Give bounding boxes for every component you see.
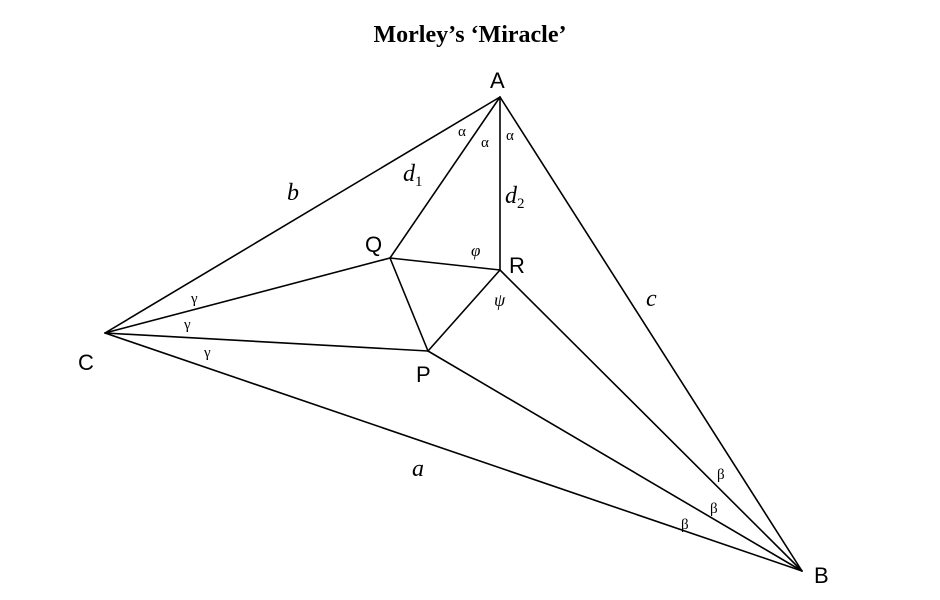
angle-gamma-2: γ — [183, 317, 191, 333]
trisector-c-p — [104, 332, 429, 352]
trisector-c-q — [104, 257, 391, 334]
angle-beta-1: β — [717, 467, 725, 483]
vertex-label-a: A — [490, 68, 505, 93]
side-label-b: b — [287, 180, 299, 206]
vertex-label-b: B — [814, 563, 829, 588]
trisector-b-r — [499, 269, 803, 572]
vertex-label-p: P — [416, 362, 431, 387]
angle-beta-2: β — [710, 501, 718, 517]
vertex-label-c: C — [78, 350, 94, 375]
angle-alpha-3: α — [506, 128, 514, 144]
trisector-b-p — [427, 350, 803, 572]
segment-label-d1: d1 — [403, 161, 423, 190]
side-ab — [499, 96, 803, 572]
angle-alpha-2: α — [481, 135, 489, 151]
angle-alpha-1: α — [458, 124, 466, 140]
vertex-label-q: Q — [365, 232, 382, 257]
angle-gamma-1: γ — [190, 291, 198, 307]
morley-side-qr — [389, 257, 501, 271]
vertex-label-r: R — [509, 253, 525, 278]
morley-side-rp — [427, 269, 501, 352]
side-bc — [104, 332, 803, 572]
angle-gamma-3: γ — [203, 345, 211, 361]
trisector-a-q — [389, 96, 501, 259]
side-label-c: c — [646, 286, 657, 312]
side-label-a: a — [412, 456, 424, 482]
angle-beta-3: β — [681, 517, 689, 533]
side-ca — [104, 96, 501, 334]
diagram-title: Morley’s ‘Miracle’ — [373, 22, 567, 48]
angle-phi: φ — [471, 241, 480, 260]
angle-psi: ψ — [494, 290, 506, 310]
morley-side-pq — [389, 257, 429, 352]
segment-label-d2: d2 — [505, 183, 525, 212]
